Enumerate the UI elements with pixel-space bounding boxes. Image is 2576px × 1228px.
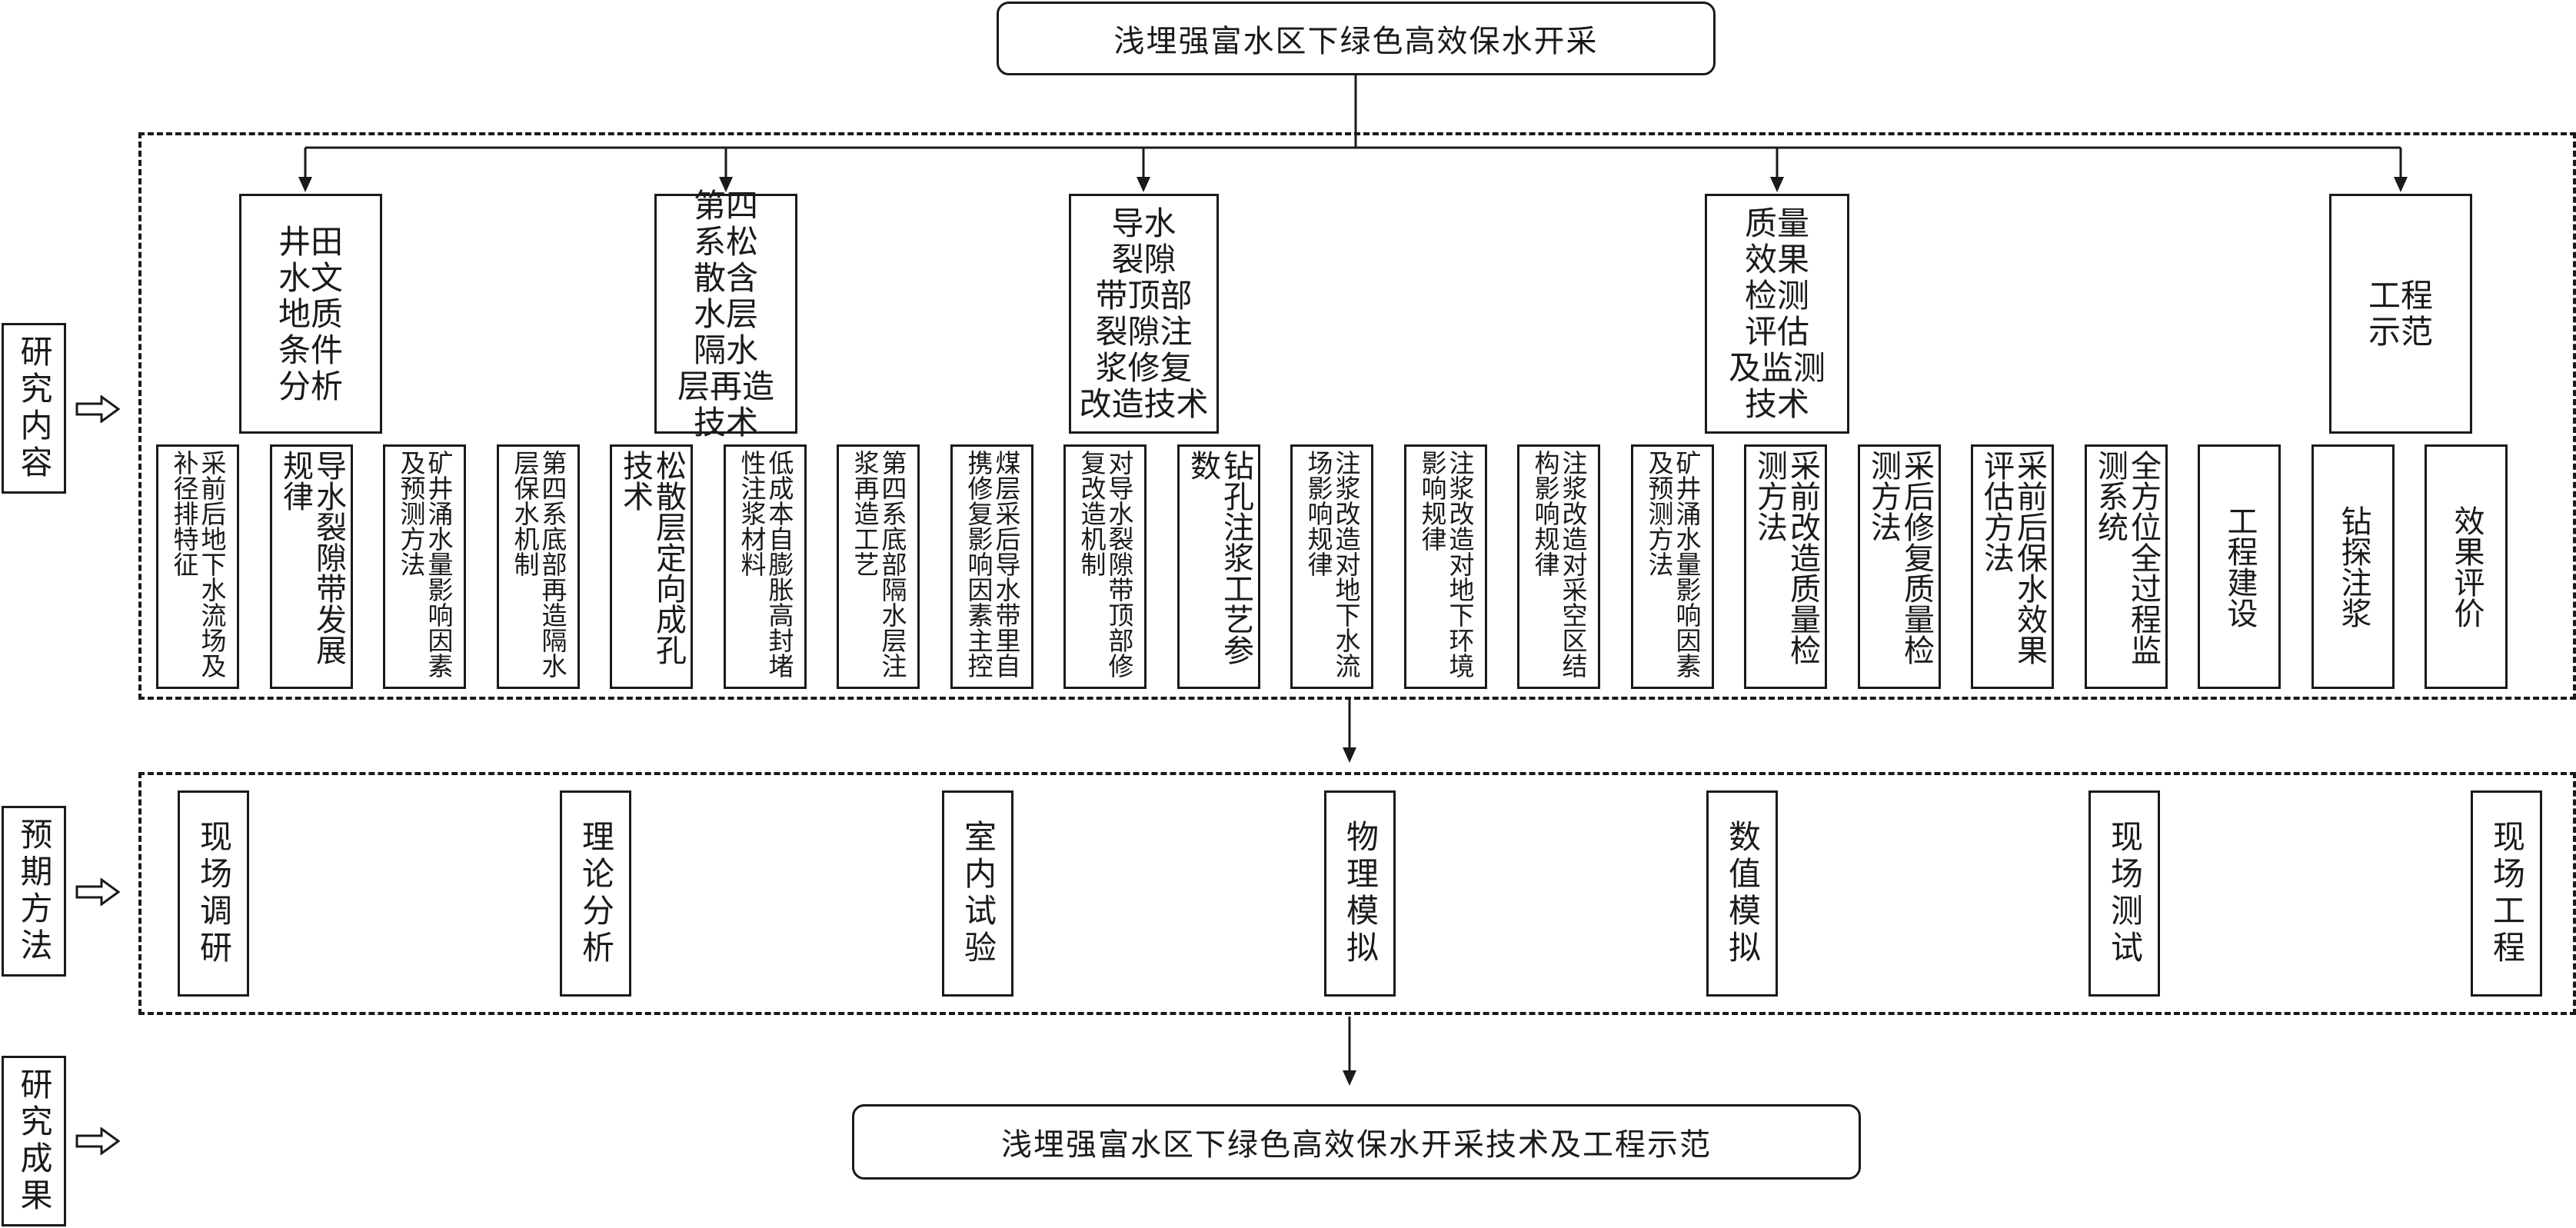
method-box: 数值模拟	[1706, 790, 1778, 997]
method-box: 现场测试	[2088, 790, 2160, 997]
hollow-arrow-content	[75, 395, 120, 423]
sub-item-label: 煤层采后导水带里自携修复影响因素主控	[964, 450, 1021, 678]
method-box: 物理模拟	[1324, 790, 1396, 997]
sub-item-label: 注浆改造对地下水流场影响规律	[1303, 450, 1361, 678]
sub-item-label: 矿井涌水量影响因素及预测方法	[396, 450, 454, 678]
sub-item-label: 采后修复质量检测方法	[1865, 450, 1934, 665]
sub-item-label: 第四系底部再造隔水层保水机制	[510, 450, 567, 678]
category-5-text: 工程示范	[2368, 277, 2433, 351]
side-label-result-text: 研究成果	[15, 1067, 53, 1215]
sub-item-label: 第四系底部隔水层注浆再造工艺	[850, 450, 907, 678]
method-box: 现场调研	[178, 790, 249, 997]
sub-item-box: 矿井涌水量影响因素及预测方法	[1631, 444, 1714, 689]
category-1-text: 井田水文地质条件分析	[278, 222, 343, 405]
sub-item-box: 松散层定向成孔技术	[610, 444, 693, 689]
sub-item-box: 采前后保水效果评估方法	[1971, 444, 2054, 689]
top-title-box: 浅埋强富水区下绿色高效保水开采	[997, 2, 1716, 75]
method-label: 现场工程	[2488, 820, 2526, 967]
sub-item-label: 钻孔注浆工艺参数	[1185, 450, 1253, 665]
side-label-result: 研究成果	[2, 1056, 66, 1226]
hollow-arrow-result	[75, 1127, 120, 1155]
sub-item-label: 钻探注浆	[2335, 505, 2371, 628]
method-box: 室内试验	[942, 790, 1013, 997]
sub-item-box: 注浆改造对地下水流场影响规律	[1290, 444, 1373, 689]
method-label: 室内试验	[959, 820, 997, 967]
sub-item-label: 导水裂隙带发展规律	[278, 450, 346, 665]
method-label: 理论分析	[577, 820, 615, 967]
method-region	[138, 772, 2576, 1015]
sub-item-box: 第四系底部隔水层注浆再造工艺	[837, 444, 920, 689]
side-label-method: 预期方法	[2, 806, 66, 977]
sub-item-label: 全方位全过程监测系统	[2092, 450, 2161, 665]
method-label: 数值模拟	[1723, 820, 1762, 967]
side-label-method-text: 预期方法	[15, 817, 53, 965]
research-content-region	[138, 132, 2576, 700]
sub-item-label: 注浆改造对地下环境影响规律	[1417, 450, 1475, 678]
sub-item-box: 对导水裂隙带顶部修复改造机制	[1063, 444, 1147, 689]
sub-item-label: 低成本自膨胀高封堵性注浆材料	[737, 450, 794, 678]
sub-item-label: 注浆改造对采空区结构影响规律	[1530, 450, 1588, 678]
sub-item-box: 全方位全过程监测系统	[2085, 444, 2168, 689]
sub-item-box: 矿井涌水量影响因素及预测方法	[383, 444, 466, 689]
sub-item-label: 效果评价	[2448, 505, 2484, 628]
sub-item-box: 采前改造质量检测方法	[1744, 444, 1827, 689]
side-label-content-text: 研究内容	[15, 334, 53, 482]
sub-item-box: 工程建设	[2198, 444, 2281, 689]
sub-item-box: 煤层采后导水带里自携修复影响因素主控	[950, 444, 1033, 689]
category-box-4: 质量效果检测评估及监测技术	[1705, 194, 1849, 434]
top-title: 浅埋强富水区下绿色高效保水开采	[1113, 24, 1599, 59]
sub-item-box: 钻探注浆	[2311, 444, 2395, 689]
sub-item-box: 采前后地下水流场及补径排特征	[156, 444, 239, 689]
sub-item-label: 采前改造质量检测方法	[1752, 450, 1820, 665]
side-label-content: 研究内容	[2, 323, 66, 494]
method-box: 理论分析	[560, 790, 631, 997]
sub-item-box: 低成本自膨胀高封堵性注浆材料	[724, 444, 807, 689]
hollow-arrow-method	[75, 878, 120, 906]
flow-arrow-method-to-result	[1343, 1017, 1356, 1086]
category-box-5: 工程示范	[2329, 194, 2472, 434]
sub-item-box: 效果评价	[2425, 444, 2508, 689]
sub-item-label: 采前后地下水流场及补径排特征	[169, 450, 227, 678]
sub-item-label: 松散层定向成孔技术	[617, 450, 686, 665]
method-label: 现场测试	[2105, 820, 2144, 967]
sub-item-box: 导水裂隙带发展规律	[270, 444, 353, 689]
method-label: 现场调研	[195, 820, 233, 967]
sub-item-box: 注浆改造对地下环境影响规律	[1404, 444, 1487, 689]
sub-item-label: 工程建设	[2222, 505, 2258, 628]
method-label: 物理模拟	[1341, 820, 1380, 967]
sub-item-box: 第四系底部再造隔水层保水机制	[497, 444, 580, 689]
category-4-text: 质量效果检测评估及监测技术	[1728, 205, 1825, 423]
result-title-box: 浅埋强富水区下绿色高效保水开采技术及工程示范	[852, 1104, 1861, 1180]
category-3-text: 导水裂隙带顶部裂隙注浆修复改造技术	[1079, 205, 1209, 423]
category-box-1: 井田水文地质条件分析	[239, 194, 382, 434]
result-title: 浅埋强富水区下绿色高效保水开采技术及工程示范	[1001, 1127, 1712, 1163]
sub-item-box: 钻孔注浆工艺参数	[1177, 444, 1260, 689]
category-2-text: 第四系松散含水层隔水层再造技术	[677, 186, 774, 441]
sub-item-label: 采前后保水效果评估方法	[1979, 450, 2047, 665]
category-box-2: 第四系松散含水层隔水层再造技术	[654, 188, 797, 441]
sub-item-label: 对导水裂隙带顶部修复改造机制	[1077, 450, 1134, 678]
sub-item-label: 矿井涌水量影响因素及预测方法	[1644, 450, 1702, 678]
category-box-3: 导水裂隙带顶部裂隙注浆修复改造技术	[1069, 194, 1219, 434]
sub-item-box: 采后修复质量检测方法	[1858, 444, 1941, 689]
flow-arrow-content-to-method	[1343, 700, 1356, 763]
method-box: 现场工程	[2471, 790, 2542, 997]
sub-item-box: 注浆改造对采空区结构影响规律	[1517, 444, 1600, 689]
